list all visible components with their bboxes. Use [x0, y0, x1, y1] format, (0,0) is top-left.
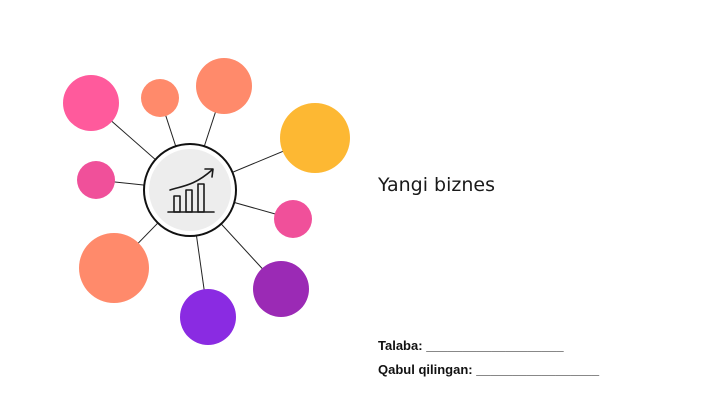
accepted-field: Qabul qilingan: _________________ [378, 362, 599, 377]
node-circle-magenta-small [274, 200, 312, 238]
growth-chart-icon [167, 168, 215, 213]
node-circle-yellow [280, 103, 350, 173]
center-hub [143, 143, 237, 237]
slide-title: Yangi biznes [378, 174, 495, 196]
node-circle-purple [253, 261, 309, 317]
node-circle-magenta [77, 161, 115, 199]
accepted-label: Qabul qilingan: [378, 362, 473, 377]
student-blank-line: ___________________ [426, 338, 564, 353]
node-circle-salmon [196, 58, 252, 114]
node-circle-salmon-small [141, 79, 179, 117]
student-label: Talaba: [378, 338, 423, 353]
node-circle-pink [63, 75, 119, 131]
student-field: Talaba: ___________________ [378, 338, 564, 353]
node-circle-violet [180, 289, 236, 345]
node-circle-salmon-large [79, 233, 149, 303]
accepted-blank-line: _________________ [476, 362, 600, 377]
